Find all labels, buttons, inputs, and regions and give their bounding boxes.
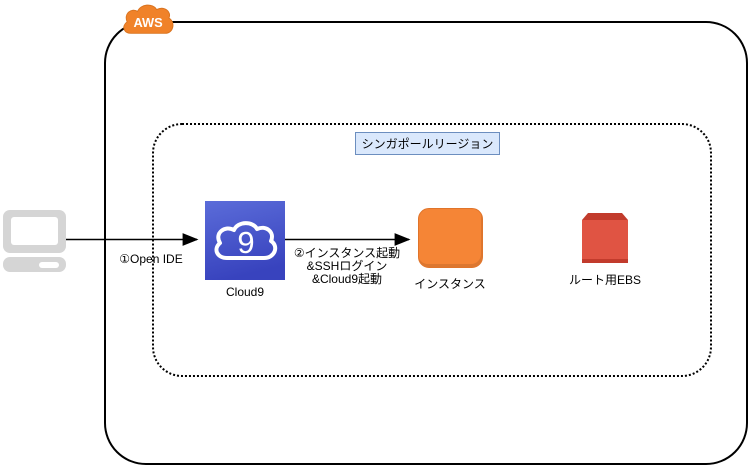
launch-label-line3: &Cloud9起動 — [311, 272, 383, 287]
laptop-icon — [3, 210, 66, 273]
ec2-instance-icon — [418, 208, 483, 268]
cloud9-glyph: 9 — [237, 225, 254, 260]
ebs-label: ルート用EBS — [568, 273, 641, 287]
laptop-screen — [3, 210, 66, 253]
ebs-volume-icon — [582, 213, 628, 263]
ebs-body — [582, 220, 628, 259]
laptop-touchpad — [39, 261, 59, 268]
laptop-screen-inner — [11, 217, 58, 245]
region-boundary — [152, 123, 712, 377]
cloud-outline — [214, 221, 278, 260]
cloud9-icon: 9 — [205, 201, 285, 280]
aws-cloud-boundary — [104, 21, 748, 465]
launch-label: ②インスタンス起動 &SSHログイン &Cloud9起動 — [286, 246, 408, 287]
launch-label-line2: &SSHログイン — [306, 259, 388, 274]
region-label: シンガポールリージョン — [355, 132, 500, 155]
aws-cloud-icon: AWS — [119, 1, 179, 39]
laptop-base — [3, 257, 66, 272]
ebs-cap — [582, 213, 628, 220]
instance-label: インスタンス — [414, 277, 486, 291]
ebs-bottom-edge — [582, 259, 628, 263]
aws-badge-label: AWS — [133, 15, 163, 30]
cloud9-label: Cloud9 — [225, 285, 265, 299]
open-ide-label: ①Open IDE — [119, 252, 183, 266]
launch-label-line1: ②インスタンス起動 — [293, 246, 401, 260]
